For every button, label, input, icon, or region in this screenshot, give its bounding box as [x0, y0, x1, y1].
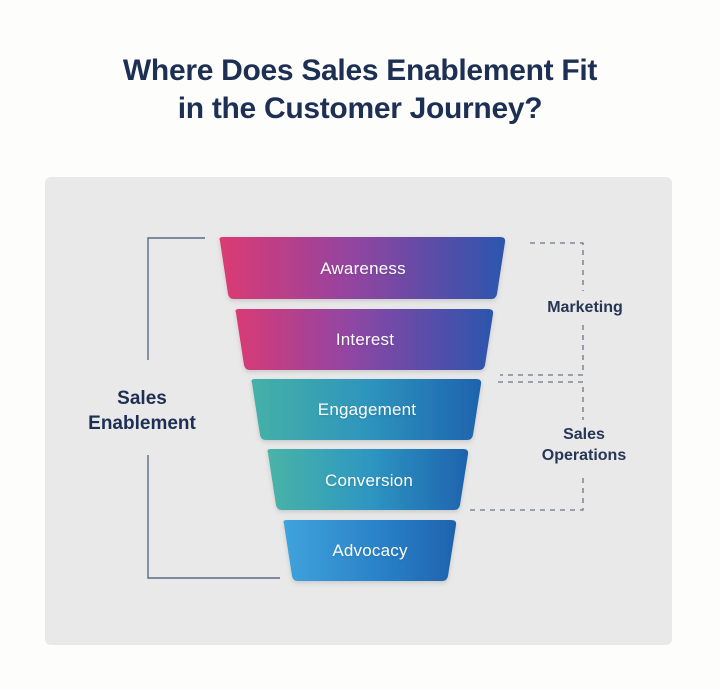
funnel-label-conversion: Conversion: [325, 471, 413, 490]
page-title: Where Does Sales Enablement Fit in the C…: [0, 52, 720, 129]
page-title-line-2: in the Customer Journey?: [177, 92, 543, 126]
sales-enablement-label-line-1: Sales: [117, 388, 167, 409]
marketing-label: Marketing: [520, 298, 650, 319]
sales-operations-label-line-1: Sales: [563, 426, 605, 443]
sales-enablement-label-line-2: Enablement: [88, 413, 196, 435]
sales-enablement-label: Sales Enablement: [62, 386, 222, 436]
funnel-label-advocacy: Advocacy: [332, 541, 408, 560]
funnel-label-awareness: Awareness: [320, 259, 406, 278]
sales-operations-label-line-2: Operations: [541, 446, 627, 464]
sales-operations-label: Sales Operations: [518, 425, 650, 467]
funnel-label-engagement: Engagement: [317, 400, 417, 419]
marketing-label-line-1: Marketing: [547, 299, 623, 316]
page-title-line-1: Where Does Sales Enablement Fit: [122, 54, 598, 87]
funnel-label-interest: Interest: [335, 330, 395, 349]
